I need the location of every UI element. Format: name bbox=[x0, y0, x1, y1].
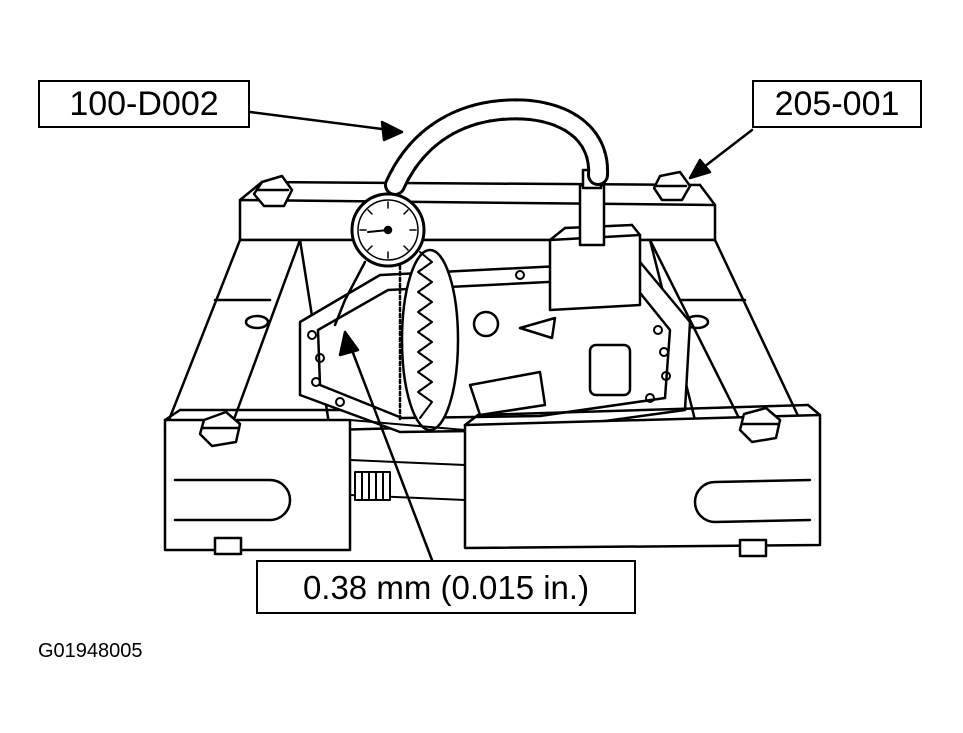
dial-indicator bbox=[333, 192, 426, 327]
callout-tool-a: 100-D002 bbox=[38, 80, 250, 128]
fixture-back-rail bbox=[238, 180, 717, 242]
hex-bolts bbox=[198, 170, 782, 448]
front-right-clamp bbox=[463, 403, 822, 558]
leader-lines bbox=[248, 110, 754, 562]
flexible-arm bbox=[384, 98, 610, 196]
callout-measurement: 0.38 mm (0.015 in.) bbox=[256, 560, 636, 614]
front-left-clamp bbox=[163, 408, 466, 556]
callout-tool-b: 205-001 bbox=[752, 80, 922, 128]
figure-id: G01948005 bbox=[38, 640, 143, 662]
threaded-adjuster bbox=[354, 471, 391, 501]
indicator-mount-block bbox=[548, 168, 642, 312]
